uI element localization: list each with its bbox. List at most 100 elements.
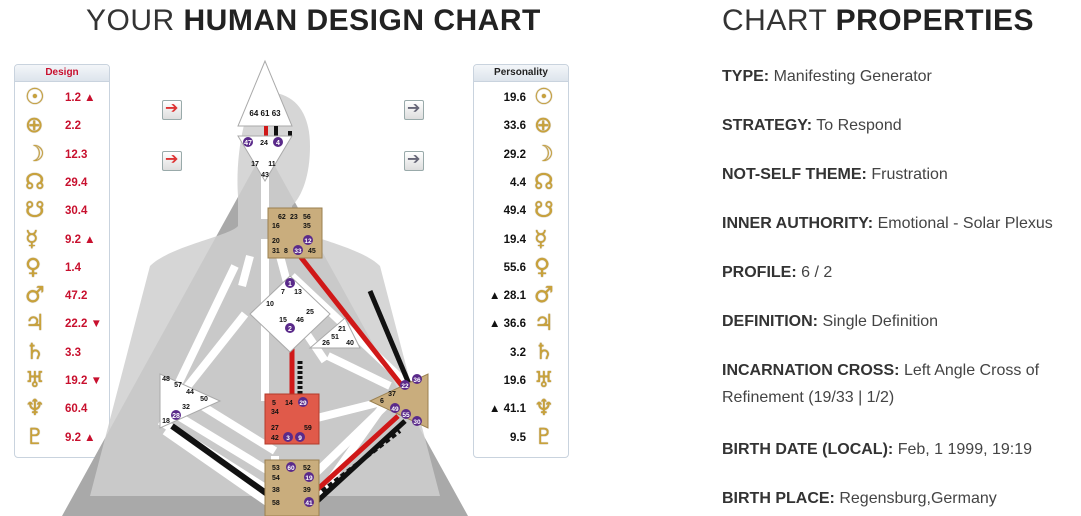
svg-text:16: 16 bbox=[272, 223, 280, 230]
design-value: 12.3 bbox=[65, 148, 88, 161]
venus-icon: ♀ bbox=[25, 254, 42, 280]
ajna-center: 47 24 4 17 11 43 bbox=[237, 135, 293, 182]
mercury-icon: ☿ bbox=[25, 226, 39, 252]
pluto-icon: ♇ bbox=[534, 424, 554, 450]
svg-text:35: 35 bbox=[303, 223, 311, 230]
svg-text:18: 18 bbox=[162, 418, 170, 425]
property-item: TYPE: Manifesting Generator bbox=[722, 63, 1077, 90]
svg-text:60: 60 bbox=[287, 465, 295, 472]
svg-text:58: 58 bbox=[272, 500, 280, 507]
svg-text:45: 45 bbox=[308, 248, 316, 255]
svg-text:51: 51 bbox=[331, 334, 339, 341]
design-arrow-top-button[interactable]: ➔ bbox=[162, 100, 182, 120]
personality-row: ♀55.6 bbox=[474, 255, 568, 281]
svg-text:2: 2 bbox=[288, 326, 292, 333]
property-value: Emotional - Solar Plexus bbox=[877, 215, 1053, 232]
design-row: ♆60.4 bbox=[15, 396, 109, 422]
property-item: INNER AUTHORITY: Emotional - Solar Plexu… bbox=[722, 210, 1077, 237]
defined-channels bbox=[170, 131, 415, 508]
property-label: BIRTH PLACE: bbox=[722, 490, 835, 507]
north-node-icon: ☊ bbox=[534, 169, 554, 195]
svg-text:11: 11 bbox=[268, 161, 276, 168]
chart-title: YOUR HUMAN DESIGN CHART bbox=[86, 4, 541, 37]
property-label: PROFILE: bbox=[722, 264, 797, 281]
svg-text:53: 53 bbox=[272, 465, 280, 472]
personality-arrow-bottom-button[interactable]: ➔ bbox=[404, 151, 424, 171]
svg-text:43: 43 bbox=[261, 172, 269, 179]
svg-text:48: 48 bbox=[162, 376, 170, 383]
svg-text:46: 46 bbox=[296, 317, 304, 324]
arrow-right-icon: ➔ bbox=[407, 151, 421, 168]
property-label: STRATEGY: bbox=[722, 117, 813, 134]
uranus-icon: ♅ bbox=[534, 368, 554, 393]
mars-icon: ♂ bbox=[534, 283, 554, 309]
svg-text:29: 29 bbox=[299, 400, 307, 407]
svg-text:24: 24 bbox=[260, 140, 268, 147]
svg-text:4: 4 bbox=[276, 140, 280, 147]
design-value: 9.2 ▲ bbox=[65, 233, 96, 246]
earth-icon: ⊕ bbox=[25, 113, 44, 139]
property-label: INNER AUTHORITY: bbox=[722, 215, 874, 232]
svg-text:15: 15 bbox=[279, 317, 287, 324]
personality-row: ♄3.2 bbox=[474, 340, 568, 366]
personality-value: 33.6 bbox=[503, 120, 526, 133]
design-row: ☋30.4 bbox=[15, 198, 109, 224]
personality-row: ♅ 19.6 bbox=[474, 368, 568, 394]
design-value: 3.3 bbox=[65, 346, 81, 359]
personality-row: ♆▲ 41.1 bbox=[474, 396, 568, 422]
personality-value: 29.2 bbox=[503, 148, 526, 161]
design-value: 2.2 bbox=[65, 120, 81, 133]
svg-text:44: 44 bbox=[186, 389, 194, 396]
design-row: ♇9.2 ▲ bbox=[15, 425, 109, 451]
property-value: To Respond bbox=[816, 117, 902, 134]
spleen-center: 48 57 44 50 32 28 18 bbox=[159, 373, 222, 429]
personality-row: ♃▲ 36.6 bbox=[474, 311, 568, 337]
arrow-right-icon: ➔ bbox=[165, 100, 179, 117]
svg-text:21: 21 bbox=[338, 326, 346, 333]
property-label: BIRTH DATE (LOCAL): bbox=[722, 441, 894, 458]
design-value: 29.4 bbox=[65, 176, 88, 189]
design-value: 22.2 ▼ bbox=[65, 318, 102, 331]
design-row: ♀1.4 bbox=[15, 255, 109, 281]
saturn-icon: ♄ bbox=[534, 339, 554, 365]
svg-text:56: 56 bbox=[303, 214, 311, 221]
svg-text:25: 25 bbox=[306, 309, 314, 316]
property-value: 6 / 2 bbox=[801, 264, 833, 281]
svg-text:5: 5 bbox=[272, 400, 276, 407]
design-value: 19.2 ▼ bbox=[65, 375, 102, 387]
personality-row: ☉19.6 bbox=[474, 85, 568, 111]
design-row: ⊕ 2.2 bbox=[15, 113, 109, 139]
svg-text:37: 37 bbox=[388, 391, 396, 398]
personality-value: 55.6 bbox=[503, 261, 526, 274]
personality-value: 9.5 bbox=[510, 431, 526, 444]
property-label: TYPE: bbox=[722, 68, 770, 85]
personality-value: 19.6 bbox=[503, 375, 526, 387]
properties-title: CHART PROPERTIES bbox=[722, 4, 1034, 37]
svg-text:13: 13 bbox=[294, 289, 302, 296]
property-value: Manifesting Generator bbox=[773, 68, 932, 85]
pluto-icon: ♇ bbox=[25, 424, 45, 450]
design-arrow-bottom-button[interactable]: ➔ bbox=[162, 151, 182, 171]
property-item: BIRTH PLACE: Regensburg,Germany bbox=[722, 485, 1077, 512]
svg-text:9: 9 bbox=[298, 435, 302, 442]
property-label: DEFINITION: bbox=[722, 313, 818, 330]
solar-plexus-center: 36 22 6 37 49 55 30 bbox=[368, 373, 429, 429]
property-value: Frustration bbox=[871, 166, 948, 183]
svg-text:42: 42 bbox=[271, 435, 279, 442]
svg-text:57: 57 bbox=[174, 382, 182, 389]
svg-text:36: 36 bbox=[413, 377, 421, 384]
property-label: INCARNATION CROSS: bbox=[722, 362, 900, 379]
sacral-center: 5 14 29 34 27 59 42 3 9 bbox=[264, 393, 320, 445]
personality-arrow-top-button[interactable]: ➔ bbox=[404, 100, 424, 120]
jupiter-icon: ♃ bbox=[534, 311, 554, 337]
svg-text:62: 62 bbox=[278, 214, 286, 221]
svg-text:39: 39 bbox=[303, 487, 311, 494]
south-node-icon: ☋ bbox=[534, 198, 554, 224]
svg-text:26: 26 bbox=[322, 340, 330, 347]
svg-text:50: 50 bbox=[200, 396, 208, 403]
property-value: Regensburg,Germany bbox=[839, 490, 997, 507]
ego-center: 21 51 26 40 bbox=[308, 317, 361, 349]
design-row: ♃22.2 ▼ bbox=[15, 311, 109, 337]
svg-text:34: 34 bbox=[271, 409, 279, 416]
svg-text:20: 20 bbox=[272, 238, 280, 245]
